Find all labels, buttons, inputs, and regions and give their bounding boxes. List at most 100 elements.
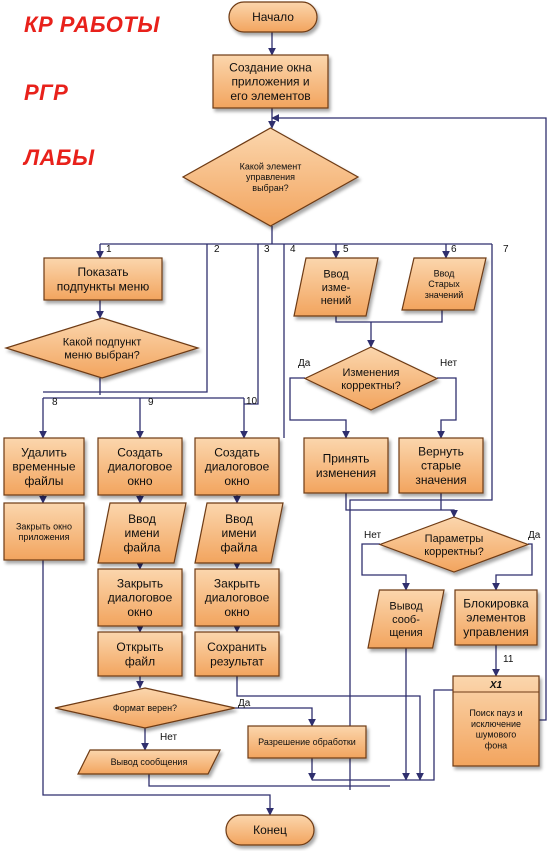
- input-filename-1-text-line: имени: [125, 526, 160, 540]
- create-dialog-1-text-line: диалоговое: [108, 460, 173, 474]
- end-shape: [225, 814, 315, 846]
- which-control-shape: [181, 127, 360, 227]
- input-changes-text-line: Ввод: [323, 269, 349, 281]
- input-changes-text-line: изме-: [322, 282, 351, 294]
- output-message-text-line: сооб-: [392, 614, 420, 626]
- delete-temp-text-line: временные: [12, 460, 76, 474]
- edge-close-app-down: [42, 560, 274, 816]
- input-filename-1-text-line: Ввод: [128, 512, 156, 526]
- input-changes-text-line: нений: [321, 295, 352, 307]
- create-window-text-line: его элементов: [230, 89, 310, 103]
- input-old-text-line: Старых: [428, 279, 460, 289]
- close-dialog-1-text-line: диалоговое: [108, 591, 173, 605]
- close-app-shape: [3, 502, 85, 561]
- create-dialog-2-text-line: диалоговое: [205, 460, 270, 474]
- create-window-shape: [212, 54, 329, 109]
- which-control-text-line: выбран?: [252, 183, 288, 193]
- edge-label-b11: 11: [503, 654, 514, 665]
- edge-label-b4: 4: [290, 244, 296, 255]
- format-ok-node: Формат верен?: [54, 687, 236, 729]
- edge-label-b6: 6: [451, 244, 457, 255]
- delete-temp-shape: [3, 437, 85, 496]
- edge-label-b5: 5: [343, 244, 349, 255]
- show-submenu-text-line: подпункты меню: [57, 279, 149, 293]
- x1-title-text: X1: [489, 680, 503, 691]
- close-app-text-line: Закрыть окно: [16, 521, 72, 531]
- lock-controls-text-line: элементов: [466, 611, 526, 625]
- lock-controls-text-line: Блокировка: [463, 596, 529, 610]
- open-file-shape: [97, 631, 183, 677]
- create-dialog-1-text-line: Создать: [117, 445, 163, 459]
- allow-processing-node: Разрешение обработки: [247, 725, 367, 759]
- delete-temp-text-line: Удалить: [21, 445, 67, 459]
- open-file-text-line: файл: [125, 654, 155, 668]
- edge-msg2-down: [148, 774, 390, 787]
- format-ok-text-line: Формат верен?: [113, 703, 177, 713]
- create-dialog-1-shape: [97, 437, 183, 496]
- allow-processing-text-line: Разрешение обработки: [258, 737, 356, 747]
- create-dialog-2-shape: [194, 437, 280, 496]
- edge-label-b10: 10: [246, 396, 258, 407]
- close-dialog-2-text-line: Закрыть: [214, 576, 260, 590]
- output-message-text-line: щения: [389, 627, 422, 639]
- input-filename-2-text-line: Ввод: [225, 512, 253, 526]
- input-filename-1-shape: [97, 502, 187, 564]
- create-dialog-2-text-line: окно: [224, 474, 250, 488]
- which-control-text-line: Какой элемент: [240, 161, 302, 171]
- delete-temp-text-line: файлы: [25, 474, 64, 488]
- edge-params-yes: [492, 543, 533, 591]
- edge-label-no-params: Нет: [364, 530, 381, 541]
- save-result-text-line: Сохранить: [207, 640, 267, 654]
- x1-box-shape: [452, 675, 540, 767]
- close-dialog-2-shape: [194, 568, 280, 627]
- close-dialog-2-text-line: диалоговое: [205, 591, 270, 605]
- close-dialog-1-text-line: окно: [127, 605, 153, 619]
- restore-values-text-line: значения: [415, 473, 466, 487]
- edge-label-yes-changes: Да: [298, 358, 311, 369]
- edge-label-b2: 2: [214, 244, 220, 255]
- x1-body-text-line: фона: [485, 740, 507, 750]
- edge-x1-back: [271, 114, 547, 721]
- end-node: Конец: [225, 814, 315, 846]
- start-shape: [228, 1, 318, 33]
- save-result-shape: [194, 631, 280, 677]
- edge-label-b3: 3: [264, 244, 270, 255]
- edge-accept-down: [345, 493, 458, 518]
- output-message-2-text-line: Вывод сообщения: [111, 757, 188, 767]
- edge-branch3: [244, 244, 259, 405]
- edge-params-no: [361, 543, 410, 591]
- input-filename-2-text-line: файла: [221, 541, 258, 555]
- output-message-shape: [367, 589, 445, 649]
- end-text-line: Конец: [253, 823, 287, 837]
- close-dialog-1-shape: [97, 568, 183, 627]
- allow-processing-shape: [247, 725, 367, 759]
- which-submenu-text-line: Какой подпункт: [63, 336, 142, 348]
- edge-label-no-format: Нет: [160, 732, 177, 743]
- restore-values-text-line: Вернуть: [418, 444, 464, 458]
- edge-branch2: [43, 244, 208, 393]
- params-correct-shape: [378, 516, 530, 573]
- close-dialog-1-text-line: Закрыть: [117, 576, 163, 590]
- output-message-2-node: Вывод сообщения: [77, 749, 221, 775]
- x1-body-text-line: исключение: [471, 719, 521, 729]
- accept-changes-text-line: Принять: [323, 452, 370, 466]
- edge-label-b9: 9: [148, 397, 154, 408]
- changes-correct-text-line: Изменения: [343, 367, 400, 379]
- params-correct-text-line: корректны?: [424, 546, 483, 558]
- lock-controls-shape: [454, 589, 538, 646]
- edge-label-yes-format: Да: [238, 698, 251, 709]
